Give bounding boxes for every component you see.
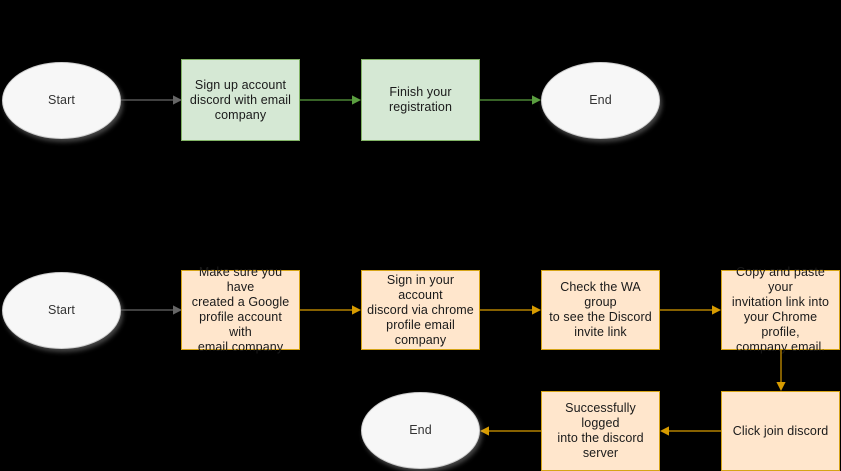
edge-f2-logged-to-end [480,423,542,439]
flow2-signin-node[interactable]: Sign in your account discord via chrome … [361,270,480,350]
flow2-join-label: Click join discord [732,423,829,438]
flow1-finish-node[interactable]: Finish your registration [361,59,480,141]
flow2-copypaste-node[interactable]: Copy and paste your invitation link into… [721,265,840,354]
edge-f2-copypaste-to-join [773,350,789,392]
flow1-end-node[interactable]: End [541,62,660,139]
edge-f1-finish-to-end [480,92,542,108]
flow2-end-label: End [409,423,432,437]
flow1-end-label: End [589,93,612,107]
flow1-signup-label: Sign up account discord with email compa… [189,77,292,122]
flow2-end-node[interactable]: End [361,392,480,469]
edge-f2-wagroup-to-copypaste [660,302,722,318]
flow1-start-label: Start [48,93,75,107]
flow2-wagroup-label: Check the WA group to see the Discord in… [549,280,652,339]
flow2-start-label: Start [48,303,75,317]
flow1-finish-label: Finish your registration [388,85,453,114]
flow2-logged-node[interactable]: Successfully logged into the discord ser… [541,391,660,471]
flow2-logged-label: Successfully logged into the discord ser… [557,401,644,460]
edge-f2-join-to-logged [660,423,722,439]
flow2-google-node[interactable]: Make sure you have created a Google prof… [181,265,300,354]
edge-f2-google-to-signin [300,302,362,318]
edge-f1-signup-to-finish [300,92,362,108]
flow2-signin-label: Sign in your account discord via chrome … [367,272,474,347]
flow2-wagroup-node[interactable]: Check the WA group to see the Discord in… [541,270,660,350]
flow1-signup-node[interactable]: Sign up account discord with email compa… [181,59,300,141]
edge-f2-start-to-google [121,302,183,318]
edge-f2-signin-to-wagroup [480,302,542,318]
flow1-start-node[interactable]: Start [2,62,121,139]
flow2-copypaste-label: Copy and paste your invitation link into… [731,265,830,354]
flow2-join-node[interactable]: Click join discord [721,391,840,471]
flow2-start-node[interactable]: Start [2,272,121,349]
edge-f1-start-to-signup [121,92,183,108]
flow2-google-label: Make sure you have created a Google prof… [191,265,290,354]
